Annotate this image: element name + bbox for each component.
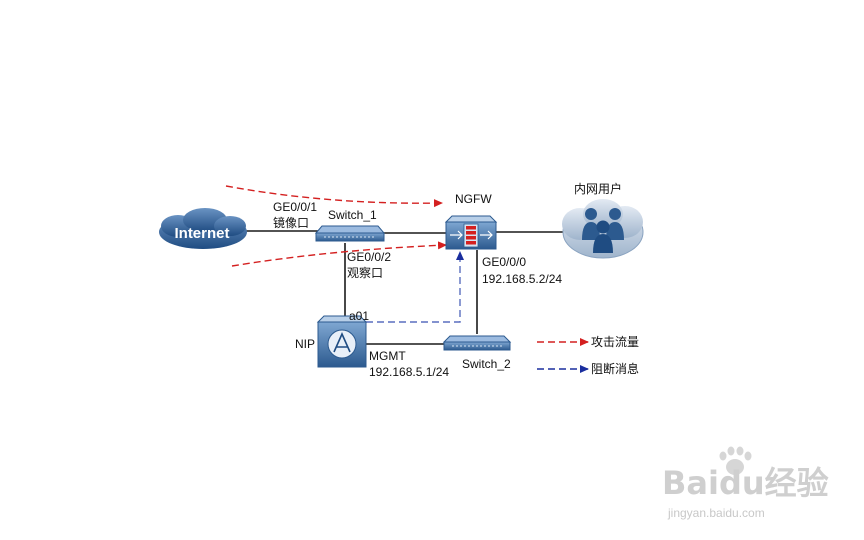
links [246, 230, 566, 345]
port-ge001-label: GE0/0/1 [273, 200, 317, 214]
port-a01-label: a01 [349, 309, 369, 323]
nip-device-icon [316, 315, 368, 368]
users-label: 内网用户 [574, 181, 622, 196]
internet-label: Internet [174, 225, 229, 242]
switch1-icon [314, 225, 386, 242]
switch1-label: Switch_1 [328, 208, 377, 222]
internet-cloud-icon [159, 208, 247, 249]
port-ge000-label: GE0/0/0 [482, 255, 526, 269]
legend: 攻击流量 阻断消息 [537, 335, 639, 376]
attack-flow-mirror [231, 241, 447, 267]
switch2-label: Switch_2 [462, 357, 511, 371]
port-ge002-desc: 观察口 [347, 266, 383, 280]
attack-flow-in [225, 185, 443, 208]
port-mgmt-label: MGMT [369, 349, 406, 363]
switch2-icon [442, 335, 512, 351]
ngfw-label: NGFW [455, 192, 492, 206]
port-ge002-label: GE0/0/2 [347, 250, 391, 264]
baidu-paw-icon [719, 446, 752, 475]
nip-ip-label: 192.168.5.1/24 [369, 365, 449, 379]
users-cloud-icon [562, 199, 644, 259]
block-message-flow [366, 251, 464, 323]
port-ge001-desc: 镜像口 [273, 215, 309, 230]
ngfw-ip-label: 192.168.5.2/24 [482, 272, 562, 286]
firewall-icon [444, 215, 498, 250]
watermark-brand: Baidu经验 [662, 464, 829, 502]
baidu-watermark: Baidu经验 jingyan.baidu.com [662, 446, 829, 520]
legend-attack-label: 攻击流量 [591, 335, 639, 349]
nip-label: NIP [295, 337, 315, 351]
watermark-url: jingyan.baidu.com [667, 506, 765, 520]
legend-block-label: 阻断消息 [591, 361, 639, 376]
